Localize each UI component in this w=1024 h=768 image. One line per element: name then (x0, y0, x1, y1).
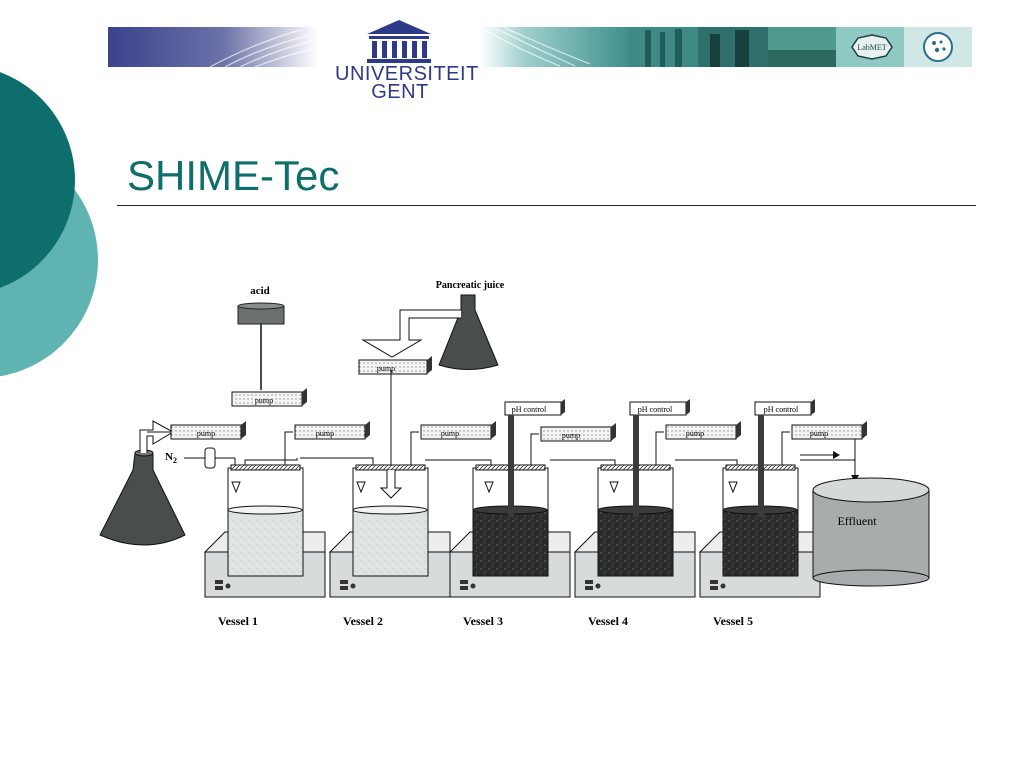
effluent-tank (812, 477, 930, 587)
ph-control-v3: pH control (504, 399, 565, 416)
svg-text:pump: pump (441, 429, 459, 438)
slide-title: SHIME-Tec (127, 152, 340, 199)
university-name-line2: GENT (371, 81, 429, 103)
pump-acid: pump (231, 388, 307, 407)
svg-text:pH control: pH control (638, 405, 673, 414)
pump-feed: pump (170, 421, 246, 440)
header-banner: LabMET (108, 20, 972, 68)
shime-diagram: acid Pancreatic juice N2 pump pump pump … (99, 280, 930, 628)
pump-v1-v2: pump (294, 421, 370, 440)
svg-text:pH control: pH control (512, 405, 547, 414)
decorative-circles (0, 72, 98, 377)
banner-left-strip (108, 27, 318, 67)
n2-filter (204, 447, 216, 469)
dark-teal-circle (0, 72, 75, 288)
vessel-5 (698, 415, 821, 598)
svg-text:pump: pump (377, 364, 395, 373)
labmet-label: LabMET (857, 43, 886, 52)
banner-photo-2 (698, 27, 768, 67)
title-divider (117, 205, 976, 206)
feed-inlet-arrow (139, 420, 175, 453)
vessel-3 (448, 415, 571, 598)
effluent-label: Effluent (837, 514, 877, 528)
pump-v4-v5: pump (665, 421, 741, 440)
vessel-4-label: Vessel 4 (588, 614, 628, 628)
pancreatic-juice-label: Pancreatic juice (436, 280, 505, 291)
pump-v2-v3: pump (420, 421, 496, 440)
university-building-icon (367, 20, 431, 63)
svg-text:pump: pump (810, 429, 828, 438)
svg-text:pump: pump (562, 431, 580, 440)
svg-text:pump: pump (686, 429, 704, 438)
pancreatic-flask (438, 294, 499, 370)
pump-v3-v4: pump (540, 423, 616, 442)
svg-text:pump: pump (316, 429, 334, 438)
vessel-2-label: Vessel 2 (343, 614, 383, 628)
ph-control-v4: pH control (629, 399, 690, 416)
university-name-line1: UNIVERSITEIT (335, 63, 479, 85)
vessel-2 (328, 464, 451, 598)
svg-text:pH control: pH control (764, 405, 799, 414)
ph-control-v5: pH control (754, 399, 815, 416)
pump-effluent: pump (791, 421, 867, 440)
svg-text:pump: pump (255, 396, 273, 405)
vessel-1 (203, 464, 326, 598)
n2-label: N2 (165, 451, 177, 465)
labmet-badge (851, 34, 893, 60)
acid-label: acid (250, 285, 270, 297)
vessel-4 (573, 415, 696, 598)
pump-juice: pump (358, 356, 432, 375)
vessel-1-label: Vessel 1 (218, 614, 258, 628)
svg-text:pump: pump (197, 429, 215, 438)
juice-inlet-arrow (361, 309, 461, 358)
vessel-5-label: Vessel 5 (713, 614, 753, 628)
circle-logo-icon (923, 32, 953, 62)
banner-right-strip (480, 27, 630, 67)
vessel-3-label: Vessel 3 (463, 614, 503, 628)
acid-reservoir (237, 302, 285, 325)
feed-flask (99, 452, 186, 546)
